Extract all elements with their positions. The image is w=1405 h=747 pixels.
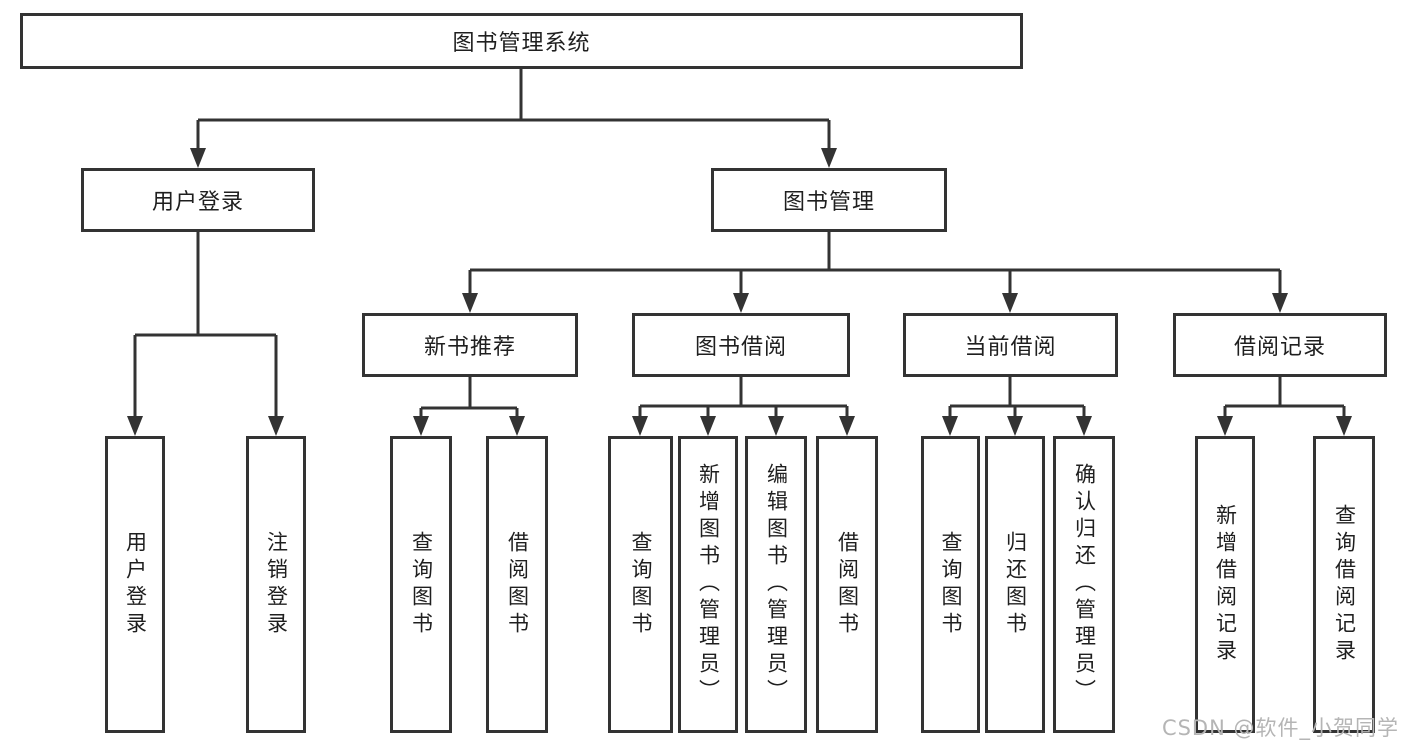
diagram-node-borrow-records: 借阅记录 <box>1173 313 1387 377</box>
arrowhead-icon <box>942 416 958 436</box>
arrowhead-icon <box>190 148 206 168</box>
node-label: 图书管理系统 <box>452 31 591 56</box>
arrowhead-icon <box>1002 293 1018 313</box>
diagram-node-root: 图书管理系统 <box>20 13 1023 69</box>
arrowhead-icon <box>733 293 749 313</box>
watermark: CSDN @软件_小贺同学 <box>1161 716 1399 740</box>
diagram-node-book-mgmt: 图书管理 <box>711 168 947 232</box>
diagram-node-cb-return: 归还图书 <box>985 436 1045 733</box>
node-label: 查询图书 <box>409 530 434 639</box>
node-label: 注销登录 <box>264 530 289 639</box>
node-label: 新增借阅记录 <box>1213 503 1238 666</box>
diagram-node-bb-query: 查询图书 <box>608 436 673 733</box>
node-label: 用户登录 <box>151 190 244 215</box>
node-label: 新书推荐 <box>423 335 516 360</box>
diagram-node-bb-borrow: 借阅图书 <box>816 436 878 733</box>
arrowhead-icon <box>768 416 784 436</box>
arrowhead-icon <box>413 416 429 436</box>
node-label: 图书借阅 <box>694 335 787 360</box>
arrowhead-icon <box>632 416 648 436</box>
node-label: 借阅图书 <box>505 530 530 639</box>
node-label: 归还图书 <box>1003 530 1028 639</box>
diagram-node-cb-query: 查询图书 <box>921 436 980 733</box>
arrowhead-icon <box>1336 416 1352 436</box>
node-label: 图书管理 <box>782 190 875 215</box>
diagram-node-bb-edit: 编辑图书（管理员） <box>745 436 807 733</box>
diagram-node-cb-confirm: 确认归还（管理员） <box>1053 436 1115 733</box>
arrowhead-icon <box>462 293 478 313</box>
diagram-node-bb-add: 新增图书（管理员） <box>678 436 738 733</box>
arrowhead-icon <box>821 148 837 168</box>
arrowhead-icon <box>1076 416 1092 436</box>
arrowhead-icon <box>700 416 716 436</box>
node-label: 查询借阅记录 <box>1332 503 1357 666</box>
node-label: 查询图书 <box>629 530 654 639</box>
diagram-node-login: 用户登录 <box>105 436 165 733</box>
diagram-node-rec-borrow: 借阅图书 <box>486 436 548 733</box>
arrowhead-icon <box>127 416 143 436</box>
diagram-node-current-borrow: 当前借阅 <box>903 313 1118 377</box>
node-label: 确认归还（管理员） <box>1072 463 1097 706</box>
diagram-node-logout: 注销登录 <box>246 436 306 733</box>
node-label: 用户登录 <box>123 530 148 639</box>
diagram-node-br-query: 查询借阅记录 <box>1313 436 1375 733</box>
diagram-node-rec-query: 查询图书 <box>390 436 452 733</box>
node-label: 借阅记录 <box>1233 335 1326 360</box>
arrowhead-icon <box>1217 416 1233 436</box>
diagram-node-book-borrow: 图书借阅 <box>632 313 850 377</box>
node-label: 借阅图书 <box>835 530 860 639</box>
diagram-node-new-book-rec: 新书推荐 <box>362 313 578 377</box>
arrowhead-icon <box>509 416 525 436</box>
node-label: 新增图书（管理员） <box>696 463 721 706</box>
node-label: 查询图书 <box>939 530 964 639</box>
arrowhead-icon <box>1272 293 1288 313</box>
arrowhead-icon <box>839 416 855 436</box>
diagram-node-br-add: 新增借阅记录 <box>1195 436 1255 733</box>
diagram-node-user-login: 用户登录 <box>81 168 315 232</box>
node-label: 编辑图书（管理员） <box>764 463 789 706</box>
node-label: 当前借阅 <box>964 335 1057 360</box>
arrowhead-icon <box>268 416 284 436</box>
arrowhead-icon <box>1007 416 1023 436</box>
